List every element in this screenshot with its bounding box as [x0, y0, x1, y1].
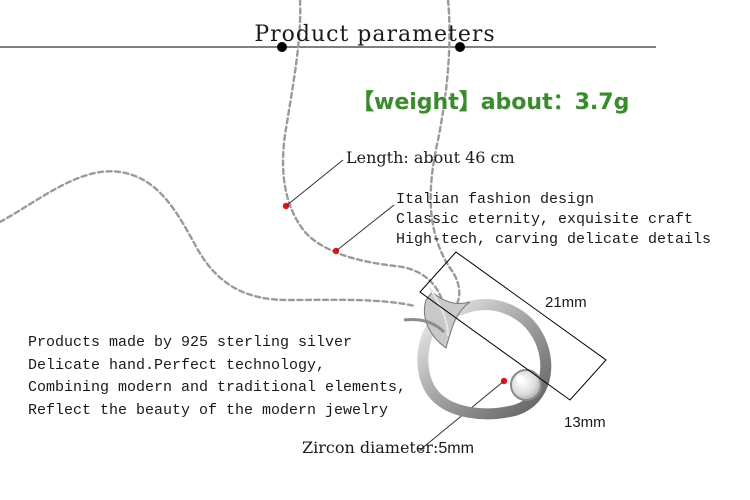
description-list: Products made by 925 sterling silver Del…: [28, 332, 406, 422]
description-line: Combining modern and traditional element…: [28, 379, 407, 396]
header-divider: [0, 42, 656, 52]
description-line: Products made by 925 sterling silver: [28, 334, 353, 351]
zircon-stone: [510, 369, 542, 401]
weight-label: 【weight】about：3.7g: [352, 90, 630, 115]
header-dot-left: [277, 42, 287, 52]
pendant: [403, 287, 552, 420]
description-line: Reflect the beauty of the modern jewelry: [28, 401, 389, 419]
chain-strand-right: [429, 0, 461, 314]
page-title: Product parameters: [254, 22, 496, 47]
width-dimension: 21mm: [545, 294, 587, 311]
feature-list: Italian fashion design Classic eternity,…: [396, 190, 711, 250]
zircon-diameter: Zircon diameter:5mm: [302, 438, 474, 458]
zircon-label: Zircon diameter:: [302, 438, 439, 457]
leader-lines: [285, 159, 505, 451]
chain-strand-left-outer: [0, 170, 417, 308]
description-line: Delicate hand.Perfect technology,: [28, 356, 326, 374]
chain-strand-left-inner: [281, 0, 444, 302]
length-label: Length: about 46 cm: [346, 148, 515, 167]
feature-item: Classic eternity, exquisite craft: [396, 211, 694, 228]
header-dot-right: [455, 42, 465, 52]
chain: [0, 0, 461, 314]
feature-item: High-tech, carving delicate details: [396, 231, 712, 248]
dimension-outline: [419, 251, 607, 401]
zircon-value: 5mm: [438, 440, 474, 457]
feature-item: Italian fashion design: [396, 191, 595, 208]
depth-dimension: 13mm: [564, 414, 606, 431]
